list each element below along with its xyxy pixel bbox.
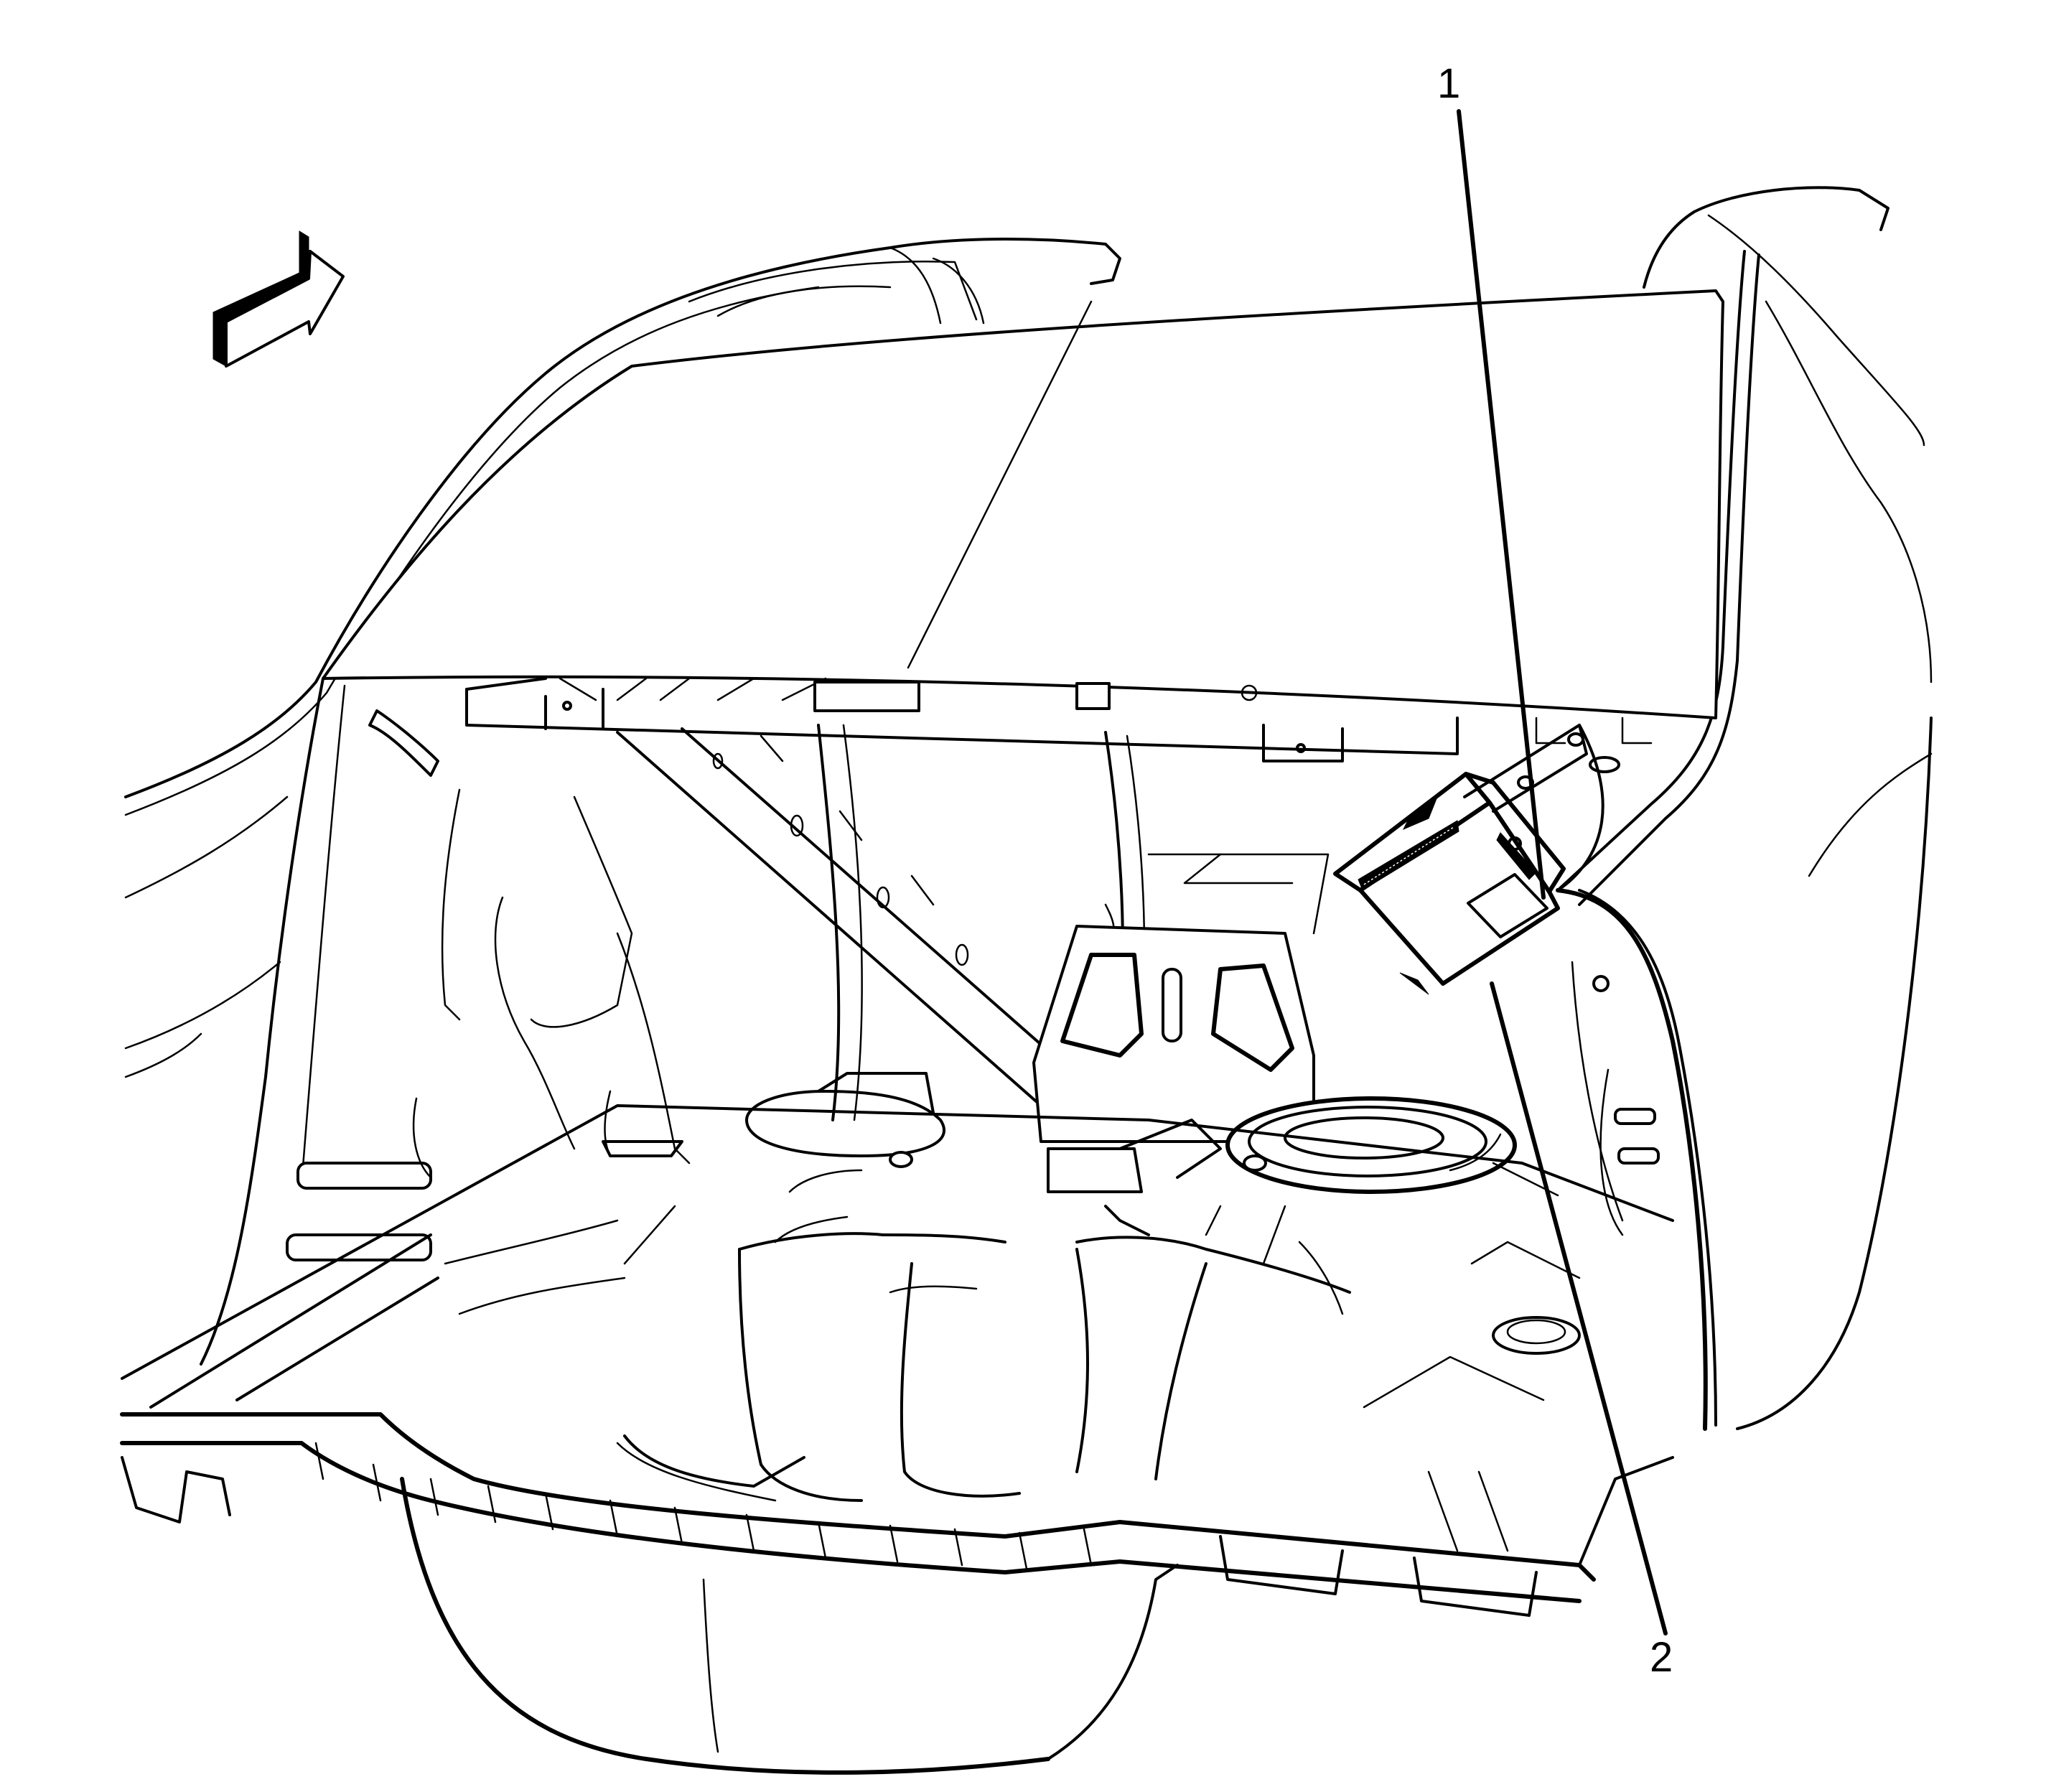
module-bracket bbox=[1463, 724, 1620, 892]
cross-brace bbox=[616, 727, 1071, 1107]
module bbox=[1333, 772, 1566, 995]
leader-line-1 bbox=[1457, 109, 1546, 900]
right-quarter-inner bbox=[1556, 888, 1717, 1431]
trunk-floor bbox=[121, 1072, 1674, 1409]
leader-line-2 bbox=[1490, 981, 1668, 1635]
right-body-side bbox=[1556, 186, 1933, 1430]
rear-window bbox=[322, 289, 1724, 719]
forward-arrow-icon bbox=[212, 230, 345, 368]
spare-tire-well bbox=[400, 1248, 1207, 1775]
vent-grille bbox=[1358, 820, 1459, 891]
callout-label-1: 1 bbox=[1437, 60, 1461, 107]
left-quarter-inner bbox=[200, 677, 691, 1366]
callout-label-2: 2 bbox=[1650, 1634, 1673, 1681]
leader-lines bbox=[1457, 109, 1668, 1635]
rear-sill bbox=[120, 1412, 1674, 1617]
rear-shelf bbox=[465, 677, 1653, 762]
center-bracket bbox=[1032, 853, 1330, 1143]
left-body-side bbox=[124, 238, 1121, 1078]
